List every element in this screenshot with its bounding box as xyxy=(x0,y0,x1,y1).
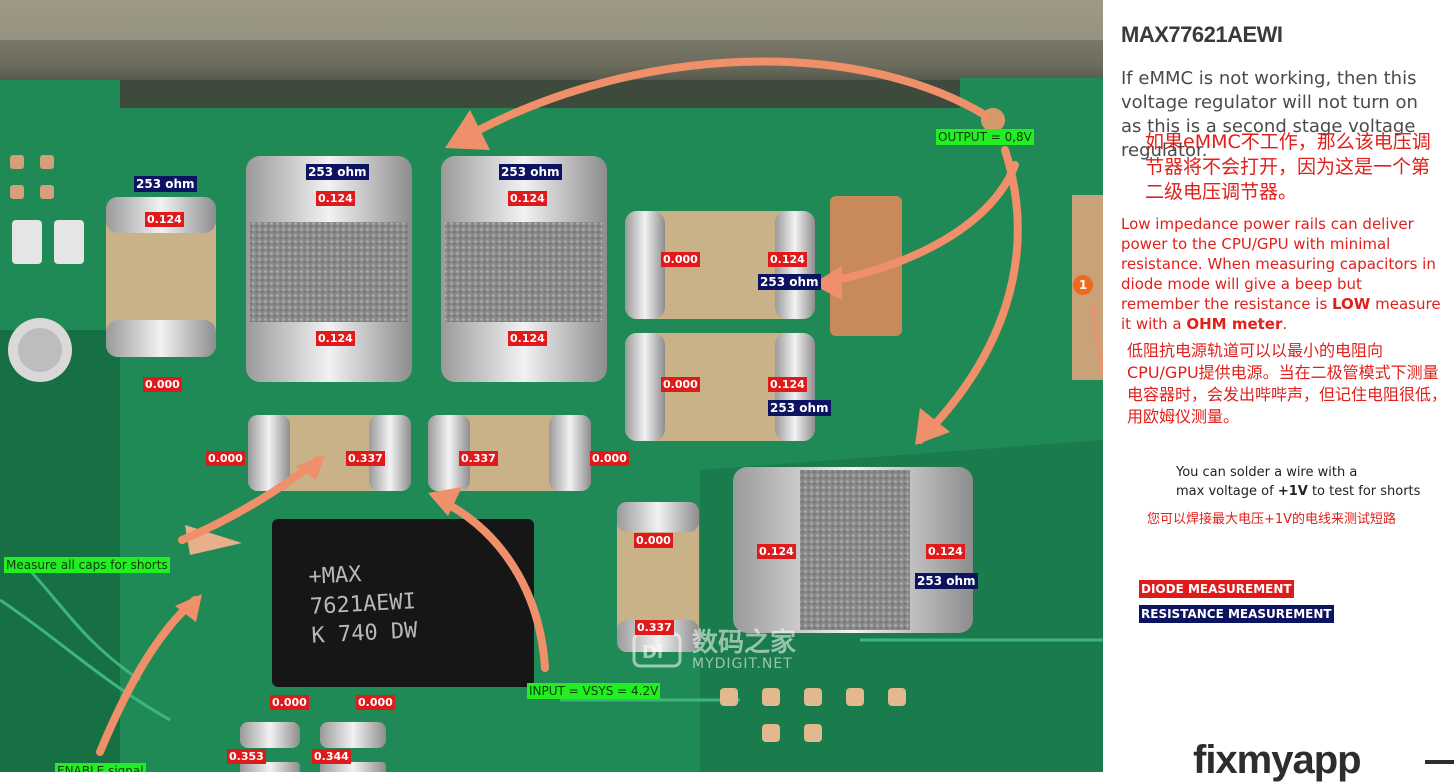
solder-tip-line: max voltage of +1V to test for shorts xyxy=(1176,482,1436,501)
resistance-reading: 253 ohm xyxy=(915,573,978,589)
chip-marking: +MAX 7621AEWI K 740 DW xyxy=(308,557,418,651)
low-impedance-note-cn: 低阻抗电源轨道可以以最小的电阻向CPU/GPU提供电源。当在二极管模式下测量电容… xyxy=(1127,341,1448,426)
diode-reading: 0.124 xyxy=(926,544,965,559)
pcb-photo: +MAX 7621AEWI K 740 DW Di 数码之家 MYDIGIT.N… xyxy=(0,0,1103,772)
low-impedance-text: Low impedance power rails can deliver po… xyxy=(1121,215,1436,313)
diode-reading: 0.337 xyxy=(635,620,674,635)
diode-reading: 0.353 xyxy=(227,749,266,764)
diode-reading: 0.124 xyxy=(768,377,807,392)
chip-marking-line: K 740 DW xyxy=(310,618,419,650)
svg-text:Di: Di xyxy=(642,642,663,663)
solder-tip-line: You can solder a wire with a xyxy=(1176,465,1358,480)
resistance-reading: 253 ohm xyxy=(306,164,369,180)
solder-tip-cn: 您可以焊接最大电压+1V的电线来测试短路 xyxy=(1147,512,1397,527)
pcb-illustration xyxy=(0,0,1103,772)
watermark: Di 数码之家 MYDIGIT.NET xyxy=(632,624,832,676)
step-badge: 1 xyxy=(1073,275,1093,295)
watermark-en: MYDIGIT.NET xyxy=(692,656,793,672)
diode-reading: 0.000 xyxy=(661,252,700,267)
low-impedance-note-en: Low impedance power rails can deliver po… xyxy=(1121,214,1441,334)
resistance-reading: 253 ohm xyxy=(134,176,197,192)
output-voltage-label: OUTPUT = 0,8V xyxy=(936,129,1034,145)
diode-reading: 0.337 xyxy=(346,451,385,466)
enable-signal-label: ENABLE signal xyxy=(55,763,146,772)
brand-logo: fixmyapp xyxy=(1193,738,1362,782)
legend-diode-measurement: DIODE MEASUREMENT xyxy=(1139,580,1294,598)
diode-reading: 0.000 xyxy=(661,377,700,392)
diode-reading: 0.124 xyxy=(145,212,184,227)
low-keyword: LOW xyxy=(1332,295,1371,313)
diode-reading: 0.124 xyxy=(508,331,547,346)
diode-reading: 0.000 xyxy=(143,377,182,392)
diode-reading: 0.124 xyxy=(768,252,807,267)
page-title: MAX77621AEWI xyxy=(1121,22,1283,47)
diode-reading: 0.124 xyxy=(508,191,547,206)
watermark-logo-icon: Di xyxy=(632,632,682,668)
resistance-reading: 253 ohm xyxy=(768,400,831,416)
low-impedance-text: . xyxy=(1282,315,1288,333)
input-voltage-label: INPUT = VSYS = 4.2V xyxy=(527,683,661,699)
solder-tip-text: max voltage of xyxy=(1176,484,1278,499)
low-impedance-text: measure it with a xyxy=(1121,295,1441,333)
diode-reading: 0.000 xyxy=(634,533,673,548)
measure-caps-label: Measure all caps for shorts xyxy=(4,557,170,573)
solder-tip-en: You can solder a wire with a max voltage… xyxy=(1176,463,1436,501)
resistance-reading: 253 ohm xyxy=(758,274,821,290)
resistance-reading: 253 ohm xyxy=(499,164,562,180)
ohm-meter-keyword: OHM meter xyxy=(1186,315,1283,333)
diode-reading: 0.344 xyxy=(312,749,351,764)
watermark-cn: 数码之家 xyxy=(692,628,797,658)
diode-reading: 0.000 xyxy=(270,695,309,710)
max-voltage-value: +1V xyxy=(1277,484,1308,499)
description-en: If eMMC is not working, then this voltag… xyxy=(1121,68,1418,161)
diode-reading: 0.337 xyxy=(459,451,498,466)
diode-reading: 0.124 xyxy=(316,331,355,346)
diode-reading: 0.000 xyxy=(356,695,395,710)
brand-underline xyxy=(1425,760,1454,764)
diode-reading: 0.000 xyxy=(206,451,245,466)
diode-reading: 0.000 xyxy=(590,451,629,466)
info-panel: 1 MAX77621AEWI If eMMC is not working, t… xyxy=(1073,0,1454,782)
diode-reading: 0.124 xyxy=(316,191,355,206)
legend-resistance-measurement: RESISTANCE MEASUREMENT xyxy=(1139,605,1334,623)
description-cn: 如果eMMC不工作，那么该电压调节器将不会打开，因为这是一个第二级电压调节器。 xyxy=(1145,131,1431,203)
solder-tip-text: to test for shorts xyxy=(1307,484,1421,499)
diode-reading: 0.124 xyxy=(757,544,796,559)
